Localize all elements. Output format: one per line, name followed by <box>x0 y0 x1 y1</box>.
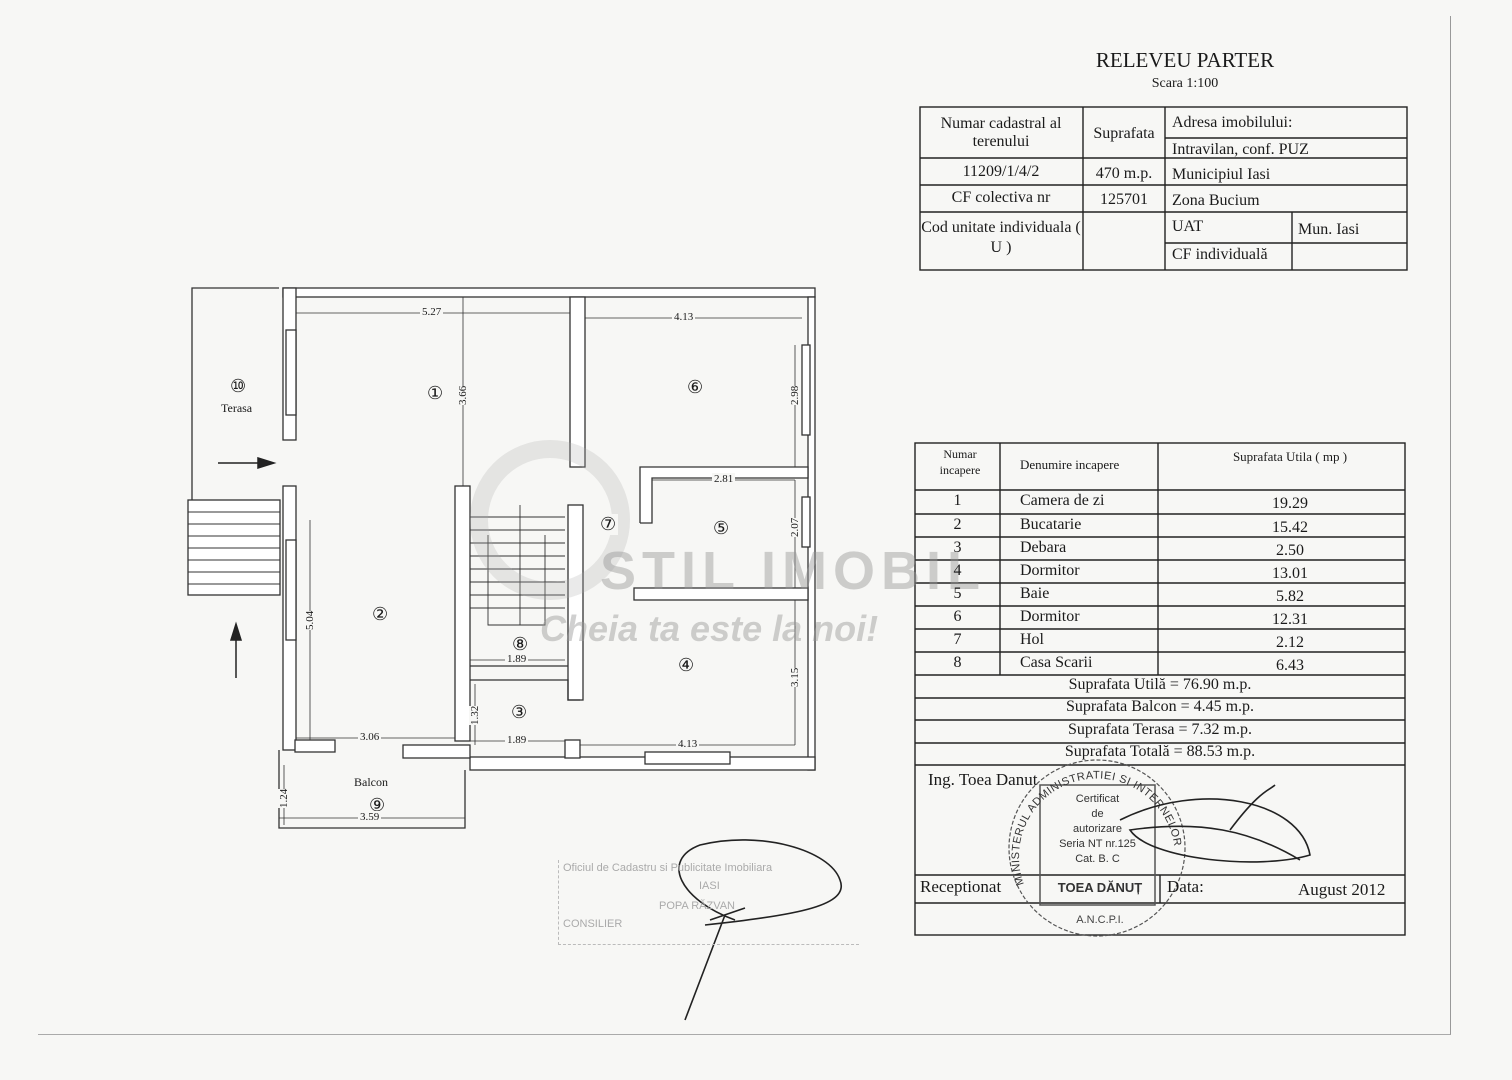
dimension-label: 1.24 <box>278 788 290 808</box>
room-name: Camera de zi <box>1020 492 1105 509</box>
dimension-label: 5.04 <box>304 610 316 630</box>
dimension-label: 1.89 <box>505 734 529 746</box>
cf-value: 125701 <box>1100 191 1148 208</box>
surface-value: 470 m.p. <box>1095 165 1153 182</box>
dimension-label: 2.81 <box>712 473 736 485</box>
room-name: Dormitor <box>1020 608 1080 625</box>
watermark-slogan: Cheia ta este la noi! <box>540 608 879 649</box>
dimension-label: 2.98 <box>789 385 801 405</box>
balcony-label: Balcon <box>352 775 390 790</box>
room-marker-9: ⑨ <box>367 795 388 816</box>
stamp-bottom-text: A.N.C.P.I. <box>1076 914 1124 926</box>
total-row: Suprafata Balcon = 4.45 m.p. <box>1065 698 1255 715</box>
col-name-header: Denumire incapere <box>1020 457 1120 472</box>
room-area: 12.31 <box>1272 611 1308 628</box>
watermark-brand: STIL IMOBIL <box>600 541 986 601</box>
address-line1: Intravilan, conf. PUZ <box>1172 141 1309 158</box>
room-name: Casa Scarii <box>1020 654 1093 671</box>
room-area: 6.43 <box>1276 657 1304 674</box>
col-number-header: Numar incapere <box>939 447 981 477</box>
room-name: Hol <box>1020 631 1044 648</box>
room-marker-3: ③ <box>509 702 530 723</box>
surface-label: Suprafata <box>1093 125 1155 142</box>
address-label: Adresa imobilului: <box>1172 114 1293 131</box>
stamp-name: TOEA DĂNUȚ <box>1057 880 1143 895</box>
total-row: Suprafata Terasa = 7.32 m.p. <box>1068 721 1252 738</box>
date-label: Data: <box>1167 877 1204 896</box>
room-number: 8 <box>953 654 962 671</box>
room-area: 13.01 <box>1272 565 1308 582</box>
document-scale: Scara 1:100 <box>1151 76 1219 91</box>
dimension-label: 5.27 <box>420 306 444 318</box>
ancpi-stamp <box>1008 759 1186 937</box>
room-marker-5: ⑤ <box>711 518 732 539</box>
address-line3: Zona Bucium <box>1172 192 1260 209</box>
room-number: 7 <box>953 631 962 648</box>
terrace-label: Terasa <box>219 401 255 416</box>
signature-engineer <box>1119 784 1311 863</box>
room-name: Dormitor <box>1020 562 1080 579</box>
dimension-label: 2.07 <box>789 517 801 537</box>
cadastre-office-stamp: Oficiul de Cadastru si Publicitate Imobi… <box>558 860 859 945</box>
cadastral-label: Numar cadastral al terenului <box>940 115 1062 150</box>
room-number: 2 <box>953 516 962 533</box>
document-sheet <box>38 16 1451 1035</box>
room-marker-2: ② <box>370 604 391 625</box>
address-line2: Municipiul Iasi <box>1172 166 1271 183</box>
room-area: 19.29 <box>1272 495 1308 512</box>
total-row: Suprafata Utilă = 76.90 m.p. <box>1068 676 1252 693</box>
uat-value: Mun. Iasi <box>1298 221 1360 238</box>
dimension-label: 1.32 <box>469 705 481 725</box>
total-row: Suprafata Totală = 88.53 m.p. <box>1064 743 1256 760</box>
room-number: 6 <box>953 608 962 625</box>
dimension-label: 4.13 <box>676 738 700 750</box>
dimension-label: 3.59 <box>358 811 382 823</box>
room-number: 4 <box>953 562 962 579</box>
room-number: 5 <box>953 585 962 602</box>
dimension-label: 1.89 <box>505 653 529 665</box>
room-marker-8: ⑧ <box>510 634 531 655</box>
unit-code-label: Cod unitate individuala ( U ) <box>921 219 1081 256</box>
dimension-label: 3.66 <box>457 385 469 405</box>
document-title: RELEVEU PARTER <box>1095 48 1275 72</box>
room-name: Baie <box>1020 585 1050 602</box>
col-area-header: Suprafata Utila ( mp ) <box>1232 449 1348 464</box>
room-marker-6: ⑥ <box>685 377 706 398</box>
signature-left <box>678 839 843 1021</box>
room-marker-7: ⑦ <box>598 514 619 535</box>
dimension-label: 3.15 <box>789 667 801 687</box>
room-number: 1 <box>953 492 962 509</box>
room-marker-4: ④ <box>676 655 697 676</box>
room-marker-10: ⑩ <box>228 376 249 397</box>
dimension-label: 4.13 <box>672 311 696 323</box>
engineer-name: Ing. Toea Danut <box>928 770 1038 789</box>
room-marker-1: ① <box>425 383 446 404</box>
cf-individual-label: CF individuală <box>1172 246 1268 263</box>
room-number: 3 <box>953 539 962 556</box>
room-name: Debara <box>1020 539 1067 556</box>
received-label: Receptionat <box>920 877 1002 896</box>
dimension-label: 3.06 <box>358 731 382 743</box>
cf-label: CF colectiva nr <box>951 189 1051 206</box>
room-area: 5.82 <box>1276 588 1304 605</box>
room-name: Bucatarie <box>1020 516 1082 533</box>
cadastral-number: 11209/1/4/2 <box>962 163 1040 180</box>
room-area: 15.42 <box>1272 519 1308 536</box>
date-value: August 2012 <box>1298 880 1386 899</box>
uat-label: UAT <box>1172 218 1204 235</box>
room-area: 2.12 <box>1276 634 1304 651</box>
room-area: 2.50 <box>1276 542 1304 559</box>
